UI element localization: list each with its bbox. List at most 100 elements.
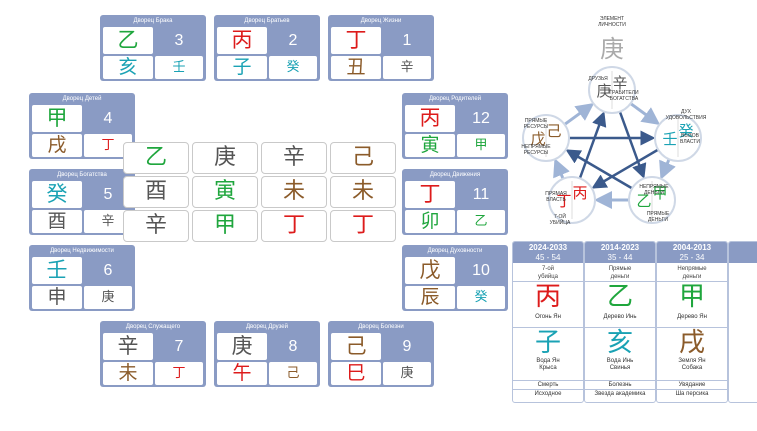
node-label-top: ДРУЗЬЯ [588,76,608,82]
luck-stem-label: Дерево Инь [603,314,637,320]
generation-arrow [659,158,676,180]
luck-years [729,242,757,253]
luck-stem-char: 乙 [606,282,633,312]
pillar-cell: 酉 [123,176,189,208]
palace-branch: 未 [103,362,153,385]
luck-star: Смерть [513,380,583,389]
node-char-b: 癸 [678,122,693,140]
palace-title: Дворец Движения [429,172,481,178]
palace-title: Дворец Друзей [245,324,288,330]
palace-stem: 丁 [331,27,381,54]
luck-branch-char: 子 [534,328,561,358]
palace-branch: 亥 [103,56,153,79]
palace-hidden-stem: 丁 [84,134,132,157]
palace-stem: 辛 [103,333,153,360]
pillars-grid: 乙庚辛己酉寅未未辛甲丁丁 [123,142,396,242]
palace-hidden-stem: 壬 [155,56,203,79]
luck-branch-char: 亥 [606,328,633,358]
node-char-b: 辛 [612,74,627,92]
palace-stem: 丙 [217,27,267,54]
palace-number: 11 [472,186,490,203]
pillar-cell: 寅 [192,176,258,208]
node-char-b: 丙 [572,184,587,202]
pillar-cell: 辛 [123,210,189,242]
pillar-cell: 丁 [261,210,327,242]
palace-branch: 卯 [405,210,455,233]
palace-number: 2 [288,32,298,49]
node-char-b: 己 [546,122,561,140]
luck-years: 2024-2033 [513,242,583,253]
luck-years: 2004-2013 [657,242,727,253]
palace-hidden-stem: 己 [269,362,317,385]
generation-arrow [629,102,661,126]
luck-ages: 45 - 54 [513,253,583,263]
palace-number: 4 [103,110,113,127]
palace-stem: 丁 [405,181,455,208]
palace-hidden-stem: 辛 [84,210,132,233]
generation-arrow [553,158,570,180]
luck-star: Ша персика [657,389,727,398]
luck-star: Исходное [513,389,583,398]
palace-stem: 己 [331,333,381,360]
palace-stem: 乙 [103,27,153,54]
luck-stem-label: Огонь Ян [535,314,561,320]
control-arrow [578,111,607,179]
pillar-cell: 丁 [330,210,396,242]
palace-stem: 庚 [217,333,267,360]
luck-stem-label: Дерево Ян [677,314,707,320]
luck-branch-char: 戌 [678,328,705,358]
element-char: 庚 [600,35,624,63]
palace-title: Дворец Жизни [360,18,402,24]
pillar-cell: 乙 [123,142,189,174]
palace-hidden-stem: 癸 [269,56,317,79]
palace-stem: 甲 [32,105,82,132]
palace-number: 1 [402,32,412,49]
pillar-cell: 庚 [192,142,258,174]
pillar-cell: 辛 [261,142,327,174]
palace-title: Дворец Брака [133,18,173,24]
node-char-a: 壬 [662,130,677,148]
luck-stem-char: 甲 [678,282,705,312]
luck-pillar-partial[interactable] [728,241,757,403]
palace-title: Дворец Богатства [57,172,107,178]
control-arrow [591,148,659,189]
palace-title: Дворец Служащего [125,324,181,330]
luck-ages: 25 - 34 [657,253,727,263]
palace-hidden-stem: 庚 [84,286,132,309]
luck-stem: 甲 Дерево Ян [657,281,727,327]
palace-branch: 申 [32,286,82,309]
pillar-cell: 未 [261,176,327,208]
palace-hidden-stem: 癸 [457,286,505,309]
palace-number: 9 [402,338,412,355]
luck-years: 2014-2023 [585,242,655,253]
palace-number: 7 [174,338,184,355]
pillar-cell: 己 [330,142,396,174]
